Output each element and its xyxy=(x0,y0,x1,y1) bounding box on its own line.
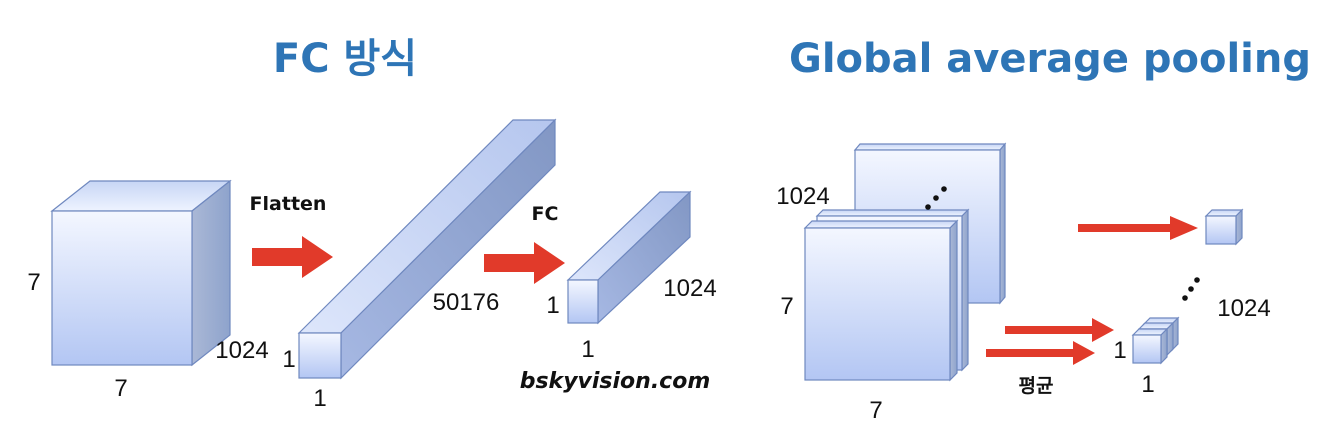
long-bar-height-label: 1 xyxy=(282,346,295,373)
cube-depth-label: 1024 xyxy=(215,337,268,364)
short-bar-length-label: 1024 xyxy=(663,275,716,302)
pooled-cell-top xyxy=(1204,208,1244,246)
front-map-top-face xyxy=(803,220,959,229)
long-bar-width-label: 1 xyxy=(313,385,326,412)
pooled-ellipsis-icon xyxy=(1182,277,1200,301)
stack-channels-label: 1024 xyxy=(776,183,829,210)
middle-map-side-face xyxy=(961,208,969,372)
pooled-output-vector xyxy=(1131,208,1244,365)
fc-label: FC xyxy=(532,203,559,225)
flatten-arrow-icon xyxy=(252,236,333,278)
fc-arrow-icon xyxy=(484,242,565,284)
back-map-top-face xyxy=(853,143,1007,151)
output-height-label: 1 xyxy=(1113,337,1126,364)
long-bar-front-face xyxy=(298,332,342,379)
fc-method-title: FC 방식 xyxy=(273,36,417,82)
front-map-side-face xyxy=(949,219,958,382)
flatten-label: Flatten xyxy=(250,193,327,215)
cube-width-label: 7 xyxy=(114,375,127,402)
back-map-side-face xyxy=(999,142,1006,305)
front-feature-map xyxy=(803,219,959,382)
cube-height-label: 7 xyxy=(27,269,40,296)
pooled-cell-front xyxy=(1131,327,1169,365)
middle-map-top-face xyxy=(815,209,970,217)
long-bar-length-label: 50176 xyxy=(433,289,500,316)
stack-width-label: 7 xyxy=(869,397,882,424)
average-arrow-lower-icon xyxy=(1005,318,1114,342)
stack-height-label: 7 xyxy=(780,293,793,320)
average-arrow-bottom-icon xyxy=(986,341,1095,365)
input-feature-cube xyxy=(50,179,232,367)
feature-map-stack xyxy=(803,142,1007,382)
fc-output-bar xyxy=(566,190,692,325)
flattened-vector-bar xyxy=(297,118,557,380)
front-map-front-face xyxy=(804,227,951,381)
short-bar-height-label: 1 xyxy=(546,292,559,319)
stack-ellipsis-icon xyxy=(925,186,947,210)
gap-title: Global average pooling xyxy=(789,36,1311,82)
average-arrow-top-icon xyxy=(1078,216,1198,240)
short-bar-width-label: 1 xyxy=(581,336,594,363)
output-width-label: 1 xyxy=(1141,371,1154,398)
long-bar-top-face xyxy=(297,119,557,334)
cube-front-face xyxy=(51,210,193,366)
short-bar-front-face xyxy=(567,279,599,324)
watermark: bskyvision.com xyxy=(520,369,711,394)
average-label: 평균 xyxy=(1019,375,1054,397)
long-bar-side-face xyxy=(340,118,556,380)
output-channels-label: 1024 xyxy=(1217,295,1270,322)
